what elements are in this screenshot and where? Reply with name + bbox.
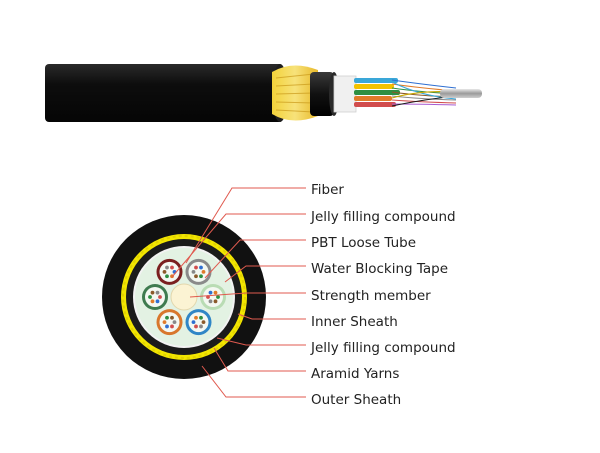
aramid-yarn-texture (122, 235, 246, 359)
leader-line (171, 213, 306, 278)
fiber (162, 269, 167, 274)
fiber (194, 265, 198, 270)
fiber (199, 315, 203, 320)
inner-sheath-side (310, 72, 334, 116)
fiber (170, 324, 174, 329)
label-outer-sheath: Outer Sheath (311, 392, 401, 408)
fiber (191, 269, 196, 274)
fiber (201, 269, 206, 274)
fiber (165, 315, 169, 320)
leader-line (204, 239, 306, 279)
outer-jacket (45, 64, 283, 122)
tube-jelly (145, 287, 165, 307)
fiber (194, 315, 198, 320)
fibers-side (391, 79, 457, 107)
aramid-strands (275, 73, 315, 113)
cable-side-view (45, 64, 482, 122)
fiber (172, 320, 177, 325)
leader-line (237, 313, 306, 320)
fiber (201, 320, 206, 325)
tube-jelly (203, 287, 223, 307)
fiber (191, 320, 196, 325)
tube-jelly (159, 312, 180, 333)
fiber (150, 290, 155, 295)
tube-jelly (159, 261, 180, 282)
fiber (213, 299, 218, 304)
fiber (199, 324, 203, 329)
label-jelly-filling-compound-1: Jelly filling compound (310, 209, 456, 225)
tube-jelly (188, 312, 209, 333)
fiber (162, 320, 167, 325)
fiber (165, 274, 169, 279)
tube-jelly (188, 261, 209, 282)
loose-tubes-side (354, 78, 400, 107)
label-strength-member: Strength member (311, 288, 431, 304)
fiber (208, 299, 213, 304)
leader-lines (171, 187, 306, 398)
fiber (155, 299, 160, 304)
fiber (158, 295, 162, 299)
fiber (165, 324, 169, 329)
water-blocking-tape-side (333, 75, 357, 113)
fiber (208, 290, 213, 295)
fiber (199, 274, 203, 279)
fiber (213, 290, 218, 295)
label-water-blocking-tape: Water Blocking Tape (311, 261, 448, 277)
fiber (199, 265, 203, 270)
label-pbt-loose-tube: PBT Loose Tube (311, 235, 416, 251)
fiber (155, 290, 160, 295)
fiber (170, 265, 174, 270)
label-inner-sheath: Inner Sheath (311, 314, 398, 330)
loose-tubes (142, 258, 226, 336)
leader-line (213, 347, 306, 372)
label-fiber: Fiber (311, 182, 344, 198)
leader-line (224, 265, 306, 283)
leader-line (185, 187, 306, 264)
fiber (170, 315, 174, 320)
component-labels: Fiber Jelly filling compound PBT Loose T… (310, 182, 456, 408)
fiber (150, 299, 155, 304)
fiber (216, 295, 220, 299)
leader-line (216, 337, 306, 346)
fiber (148, 295, 152, 299)
label-aramid-yarns: Aramid Yarns (311, 366, 399, 382)
fiber (165, 265, 169, 270)
label-jelly-filling-compound-2: Jelly filling compound (310, 340, 456, 356)
central-strength-rod-side (440, 89, 482, 98)
fiber (194, 324, 198, 329)
leader-line (201, 365, 306, 398)
leader-line (189, 292, 306, 298)
fiber (194, 274, 198, 279)
